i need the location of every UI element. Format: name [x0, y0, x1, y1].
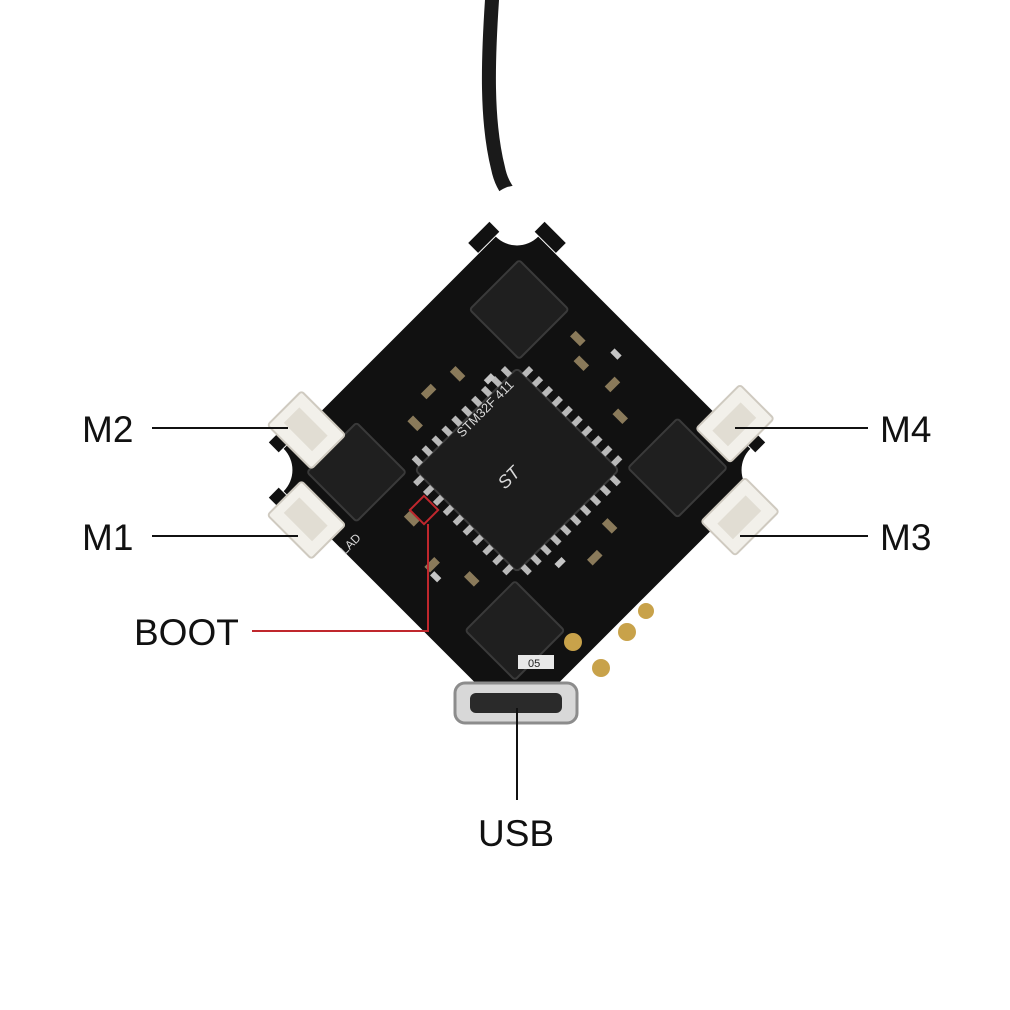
solder-pad — [638, 603, 654, 619]
connector-m1 — [267, 481, 346, 559]
mcu-chip — [415, 368, 619, 572]
label-boot: BOOT — [134, 612, 239, 653]
connector-m4 — [696, 384, 774, 463]
solder-pad — [618, 623, 636, 641]
fuse-marking: 05 — [528, 658, 540, 670]
boot-pad-marker — [408, 494, 440, 526]
label-m1: M1 — [82, 517, 133, 558]
solder-pad — [592, 659, 610, 677]
label-m2: M2 — [82, 409, 133, 450]
label-m3: M3 — [880, 517, 931, 558]
solder-pad — [564, 633, 582, 651]
label-usb: USB — [478, 813, 554, 854]
antenna-wire — [481, 0, 519, 203]
fuse — [518, 655, 554, 669]
usb-port — [453, 681, 579, 725]
label-m4: M4 — [880, 409, 931, 450]
connector-m2 — [267, 391, 346, 469]
boot-leader-line — [252, 524, 429, 632]
esc-chip — [469, 260, 569, 359]
esc-chip — [628, 418, 727, 518]
connector-m3 — [701, 477, 779, 556]
